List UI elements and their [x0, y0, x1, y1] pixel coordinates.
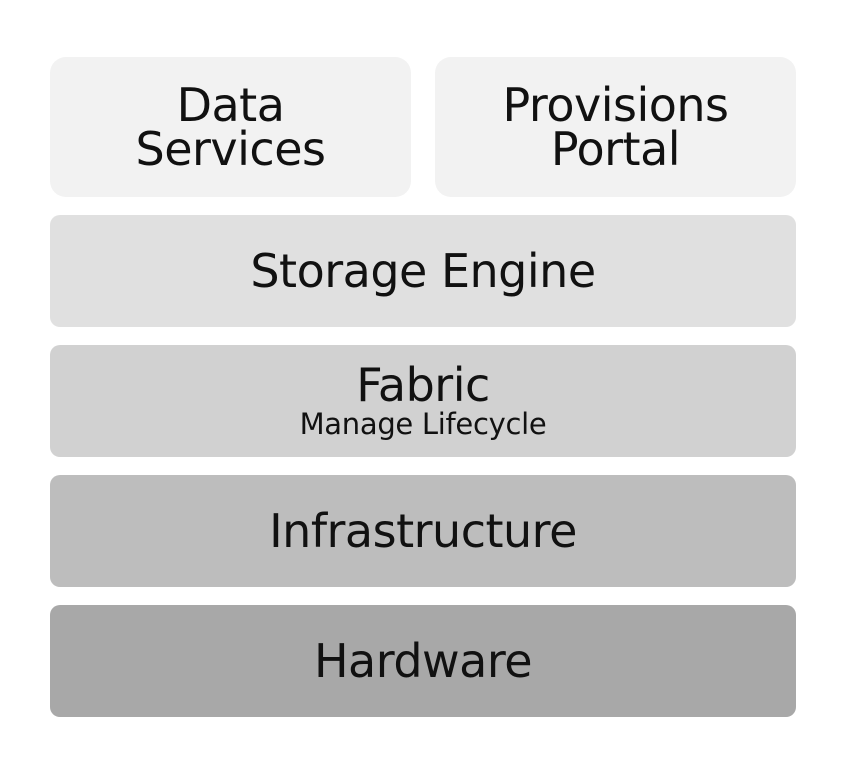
storage-engine-label: Storage Engine: [250, 244, 596, 298]
provisions-portal-label: Provisions Portal: [502, 78, 730, 176]
fabric-label: Fabric: [356, 358, 490, 412]
storage-engine-block: Storage Engine: [50, 215, 796, 327]
data-services-line1: Data: [176, 78, 285, 132]
data-services-label: Data Services: [135, 78, 326, 176]
provisions-portal-line2: Portal: [550, 122, 681, 176]
data-services-block: Data Services: [50, 57, 411, 197]
provisions-portal-block: Provisions Portal: [435, 57, 796, 197]
infrastructure-block: Infrastructure: [50, 475, 796, 587]
hardware-block: Hardware: [50, 605, 796, 717]
fabric-block: Fabric Manage Lifecycle: [50, 345, 796, 457]
hardware-label: Hardware: [313, 634, 533, 688]
fabric-sublabel: Manage Lifecycle: [299, 407, 547, 441]
data-services-line2: Services: [135, 122, 326, 176]
infrastructure-label: Infrastructure: [269, 504, 577, 558]
provisions-portal-line1: Provisions: [502, 78, 730, 132]
